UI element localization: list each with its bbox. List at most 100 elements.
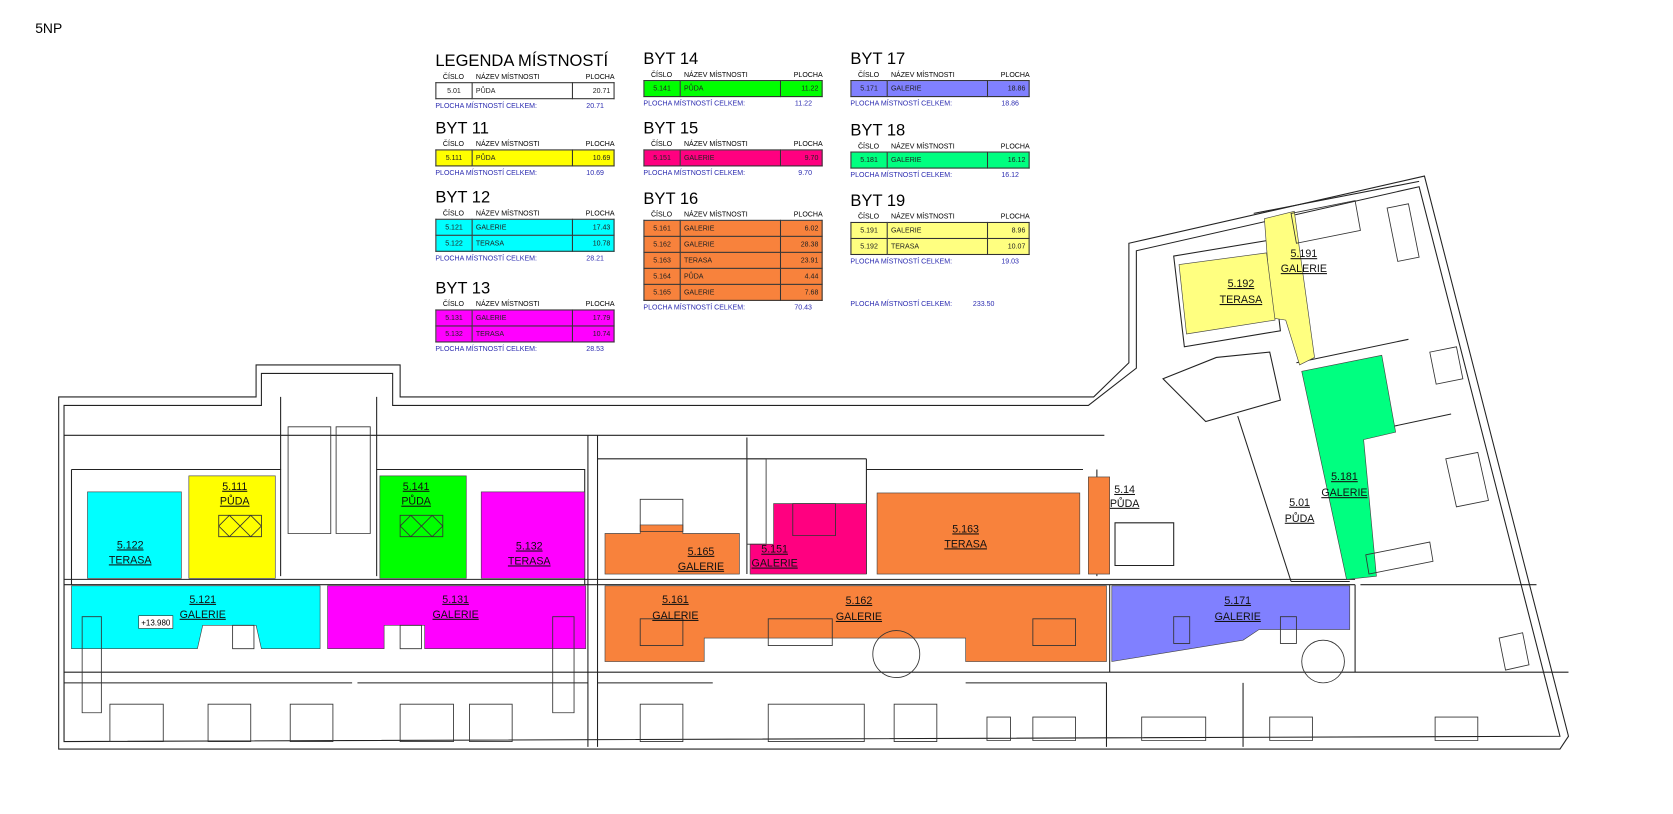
total-row: PLOCHA MÍSTNOSTÍ CELKEM:28.53 [435, 346, 604, 353]
cell-nazev: GALERIE [471, 218, 573, 236]
total-value: 19.03 [1001, 258, 1019, 266]
room-number: 5.165 [688, 546, 715, 558]
room-name: GALERIE [433, 609, 479, 621]
room-name: GALERIE [1281, 263, 1327, 275]
total-value: 28.53 [586, 345, 604, 354]
header-plocha: PLOCHA [585, 210, 615, 218]
legend-title: LEGENDA MÍSTNOSTÍ [435, 52, 609, 71]
cell-nazev: PŮDA [471, 82, 573, 100]
room-name: PŮDA [401, 495, 431, 508]
room-5192[interactable] [1178, 252, 1276, 335]
cell-cislo: 5.122 [435, 234, 473, 252]
cell-plocha: 28.38 [779, 235, 823, 253]
room-number: 5.01 [1289, 497, 1310, 509]
room-5151[interactable] [749, 503, 867, 575]
room-5171[interactable] [1111, 585, 1351, 662]
room-514[interactable] [1088, 476, 1111, 575]
room-5181[interactable] [1301, 354, 1397, 580]
room-name: GALERIE [752, 558, 798, 570]
legend-title: BYT 15 [643, 119, 699, 138]
room-5163[interactable] [876, 492, 1081, 575]
elevation-mark: +13.980 [141, 618, 171, 627]
room-number: 5.162 [846, 595, 873, 607]
total-label: PLOCHA MÍSTNOSTÍ CELKEM: [850, 100, 953, 108]
room-name: TERASA [1220, 294, 1264, 306]
header-plocha: PLOCHA [585, 140, 615, 149]
header-nazev: NÁZEV MÍSTNOSTI [890, 71, 955, 79]
elevation-box [138, 615, 174, 629]
cell-plocha: 4.44 [779, 267, 823, 285]
room-number: 5.141 [403, 481, 430, 493]
cell-cislo: 5.141 [643, 80, 681, 98]
room-name: GALERIE [652, 610, 698, 622]
room-number: 5.111 [222, 481, 247, 493]
room-name: GALERIE [836, 611, 882, 623]
room-number: 5.191 [1291, 248, 1318, 260]
room-name: PŮDA [1110, 497, 1140, 510]
grand-total: PLOCHA MÍSTNOSTÍ CELKEM: 233.50 [850, 301, 994, 308]
legend-title: BYT 18 [850, 121, 906, 140]
header-plocha: PLOCHA [793, 140, 823, 149]
room-number: 5.192 [1228, 278, 1255, 290]
total-label: PLOCHA MÍSTNOSTÍ CELKEM: [643, 100, 746, 108]
header-plocha: PLOCHA [1000, 142, 1030, 151]
cell-nazev: TERASA [886, 237, 989, 256]
room-5132[interactable] [480, 491, 586, 579]
room-number: 5.121 [189, 594, 216, 606]
room-5122[interactable] [87, 491, 182, 579]
room-name: TERASA [944, 538, 988, 550]
room-5191[interactable] [1264, 210, 1315, 366]
header-cislo: ČÍSLO [442, 73, 465, 82]
cell-cislo: 5.121 [435, 218, 473, 236]
room-5161-5162[interactable] [604, 585, 1107, 662]
windows [81, 200, 1530, 742]
cell-cislo: 5.01 [435, 82, 473, 100]
cell-plocha: 10.78 [571, 234, 615, 252]
cell-plocha: 6.02 [779, 219, 823, 237]
total-row: PLOCHA MÍSTNOSTÍ CELKEM:11.22 [643, 100, 812, 107]
header-cislo: ČÍSLO [650, 211, 673, 219]
total-value: 9.70 [798, 169, 812, 178]
legend-title: BYT 16 [643, 189, 699, 209]
room-name: GALERIE [1215, 611, 1261, 623]
cell-nazev: TERASA [471, 234, 573, 252]
cell-nazev: GALERIE [471, 309, 573, 327]
total-value: 28.21 [586, 255, 604, 263]
cell-plocha: 10.69 [571, 149, 615, 167]
room-5131[interactable] [327, 585, 587, 650]
cell-nazev: GALERIE [679, 283, 782, 301]
legend-title: BYT 19 [850, 192, 906, 211]
total-label: PLOCHA MÍSTNOSTÍ CELKEM: [435, 169, 537, 178]
legend-title: BYT 14 [643, 50, 699, 69]
header-cislo: ČÍSLO [650, 71, 673, 79]
cell-cislo: 5.164 [643, 267, 681, 285]
room-5121[interactable] [71, 585, 321, 650]
room-name: GALERIE [1321, 487, 1367, 499]
cell-nazev: GALERIE [886, 221, 989, 240]
total-row: PLOCHA MÍSTNOSTÍ CELKEM:18.86 [850, 100, 1019, 107]
